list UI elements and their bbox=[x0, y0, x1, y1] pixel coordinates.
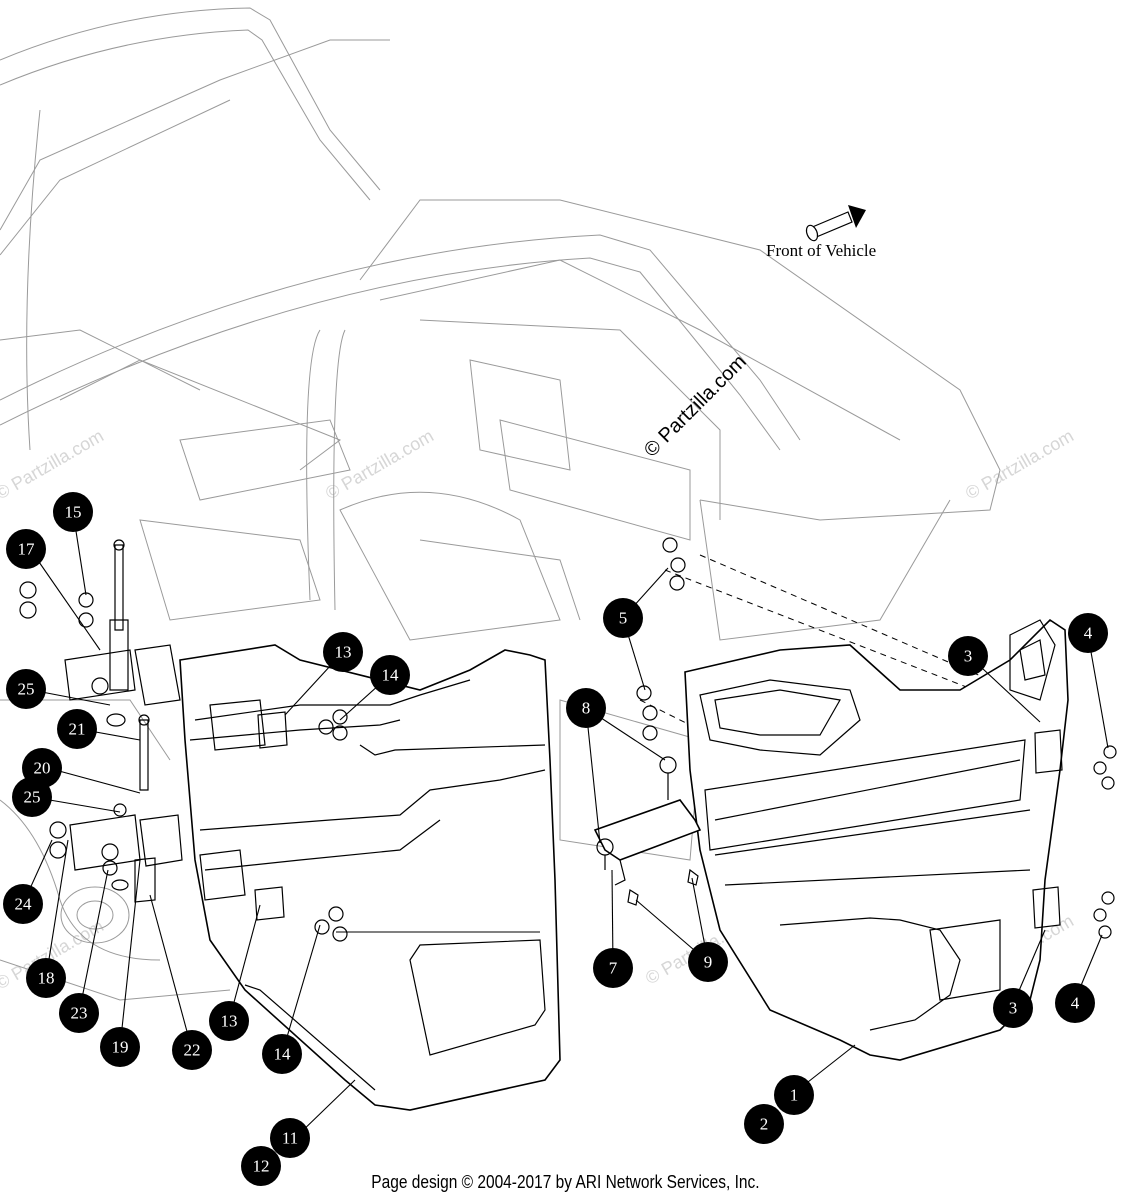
callout-label: 9 bbox=[704, 953, 713, 972]
callout-5: 5 bbox=[603, 598, 643, 638]
callout-label: 14 bbox=[382, 666, 400, 685]
callout-7: 7 bbox=[593, 948, 633, 988]
callout-label: 8 bbox=[582, 699, 591, 718]
callout-label: 2 bbox=[760, 1115, 769, 1134]
callout-21: 21 bbox=[57, 709, 97, 749]
callout-label: 3 bbox=[964, 647, 973, 666]
callout-label: 19 bbox=[112, 1038, 129, 1057]
hinge-assembly bbox=[19, 539, 183, 903]
callout-label: 11 bbox=[282, 1129, 298, 1148]
callout-12: 12 bbox=[241, 1146, 281, 1186]
callout-label: 25 bbox=[24, 788, 41, 807]
callout-label: 5 bbox=[619, 609, 628, 628]
watermark-text: © Partzilla.com bbox=[962, 425, 1077, 503]
latch-bracket bbox=[593, 756, 702, 906]
callout-8: 8 bbox=[566, 688, 606, 728]
callout-9: 9 bbox=[688, 942, 728, 982]
callout-13: 13 bbox=[323, 632, 363, 672]
callout-label: 23 bbox=[71, 1004, 88, 1023]
callout-label: 12 bbox=[253, 1157, 270, 1176]
callout-label: 4 bbox=[1071, 994, 1080, 1013]
callout-17: 17 bbox=[6, 529, 46, 569]
callout-23: 23 bbox=[59, 993, 99, 1033]
front-direction-arrow-icon bbox=[805, 205, 866, 242]
callout-3: 3 bbox=[948, 636, 988, 676]
vehicle-background bbox=[0, 7, 1001, 1001]
callout-4: 4 bbox=[1055, 983, 1095, 1023]
callout-label: 18 bbox=[38, 969, 55, 988]
callout-label: 25 bbox=[18, 680, 35, 699]
hardware bbox=[254, 537, 1117, 942]
leader-lines bbox=[22, 511, 1109, 1138]
callout-3: 3 bbox=[993, 988, 1033, 1028]
callout-label: 21 bbox=[69, 720, 86, 739]
callout-label: 1 bbox=[790, 1086, 799, 1105]
callout-24: 24 bbox=[3, 884, 43, 924]
rear-door bbox=[179, 644, 561, 1111]
callout-label: 20 bbox=[34, 759, 51, 778]
callout-label: 3 bbox=[1009, 999, 1018, 1018]
callout-label: 17 bbox=[18, 540, 36, 559]
callout-label: 14 bbox=[274, 1045, 292, 1064]
callout-2: 2 bbox=[744, 1104, 784, 1144]
callout-25: 25 bbox=[12, 777, 52, 817]
callout-11: 11 bbox=[270, 1118, 310, 1158]
callout-25: 25 bbox=[6, 669, 46, 709]
callout-label: 13 bbox=[221, 1012, 238, 1031]
callout-label: 7 bbox=[609, 959, 618, 978]
callout-label: 15 bbox=[65, 503, 82, 522]
callout-label: 13 bbox=[335, 643, 352, 662]
callout-label: 24 bbox=[15, 895, 33, 914]
front-of-vehicle-label: Front of Vehicle bbox=[766, 241, 877, 260]
callout-22: 22 bbox=[172, 1030, 212, 1070]
callout-4: 4 bbox=[1068, 613, 1108, 653]
callout-1: 1 bbox=[774, 1075, 814, 1115]
watermark-text: © Partzilla.com bbox=[0, 425, 107, 503]
callout-label: 4 bbox=[1084, 624, 1093, 643]
callout-19: 19 bbox=[100, 1027, 140, 1067]
front-door bbox=[684, 618, 1069, 1061]
callout-15: 15 bbox=[53, 492, 93, 532]
copyright-footer: Page design © 2004-2017 by ARI Network S… bbox=[371, 1172, 760, 1192]
callout-18: 18 bbox=[26, 958, 66, 998]
callout-13: 13 bbox=[209, 1001, 249, 1041]
callout-label: 22 bbox=[184, 1041, 201, 1060]
callout-14: 14 bbox=[262, 1034, 302, 1074]
callout-14: 14 bbox=[370, 655, 410, 695]
